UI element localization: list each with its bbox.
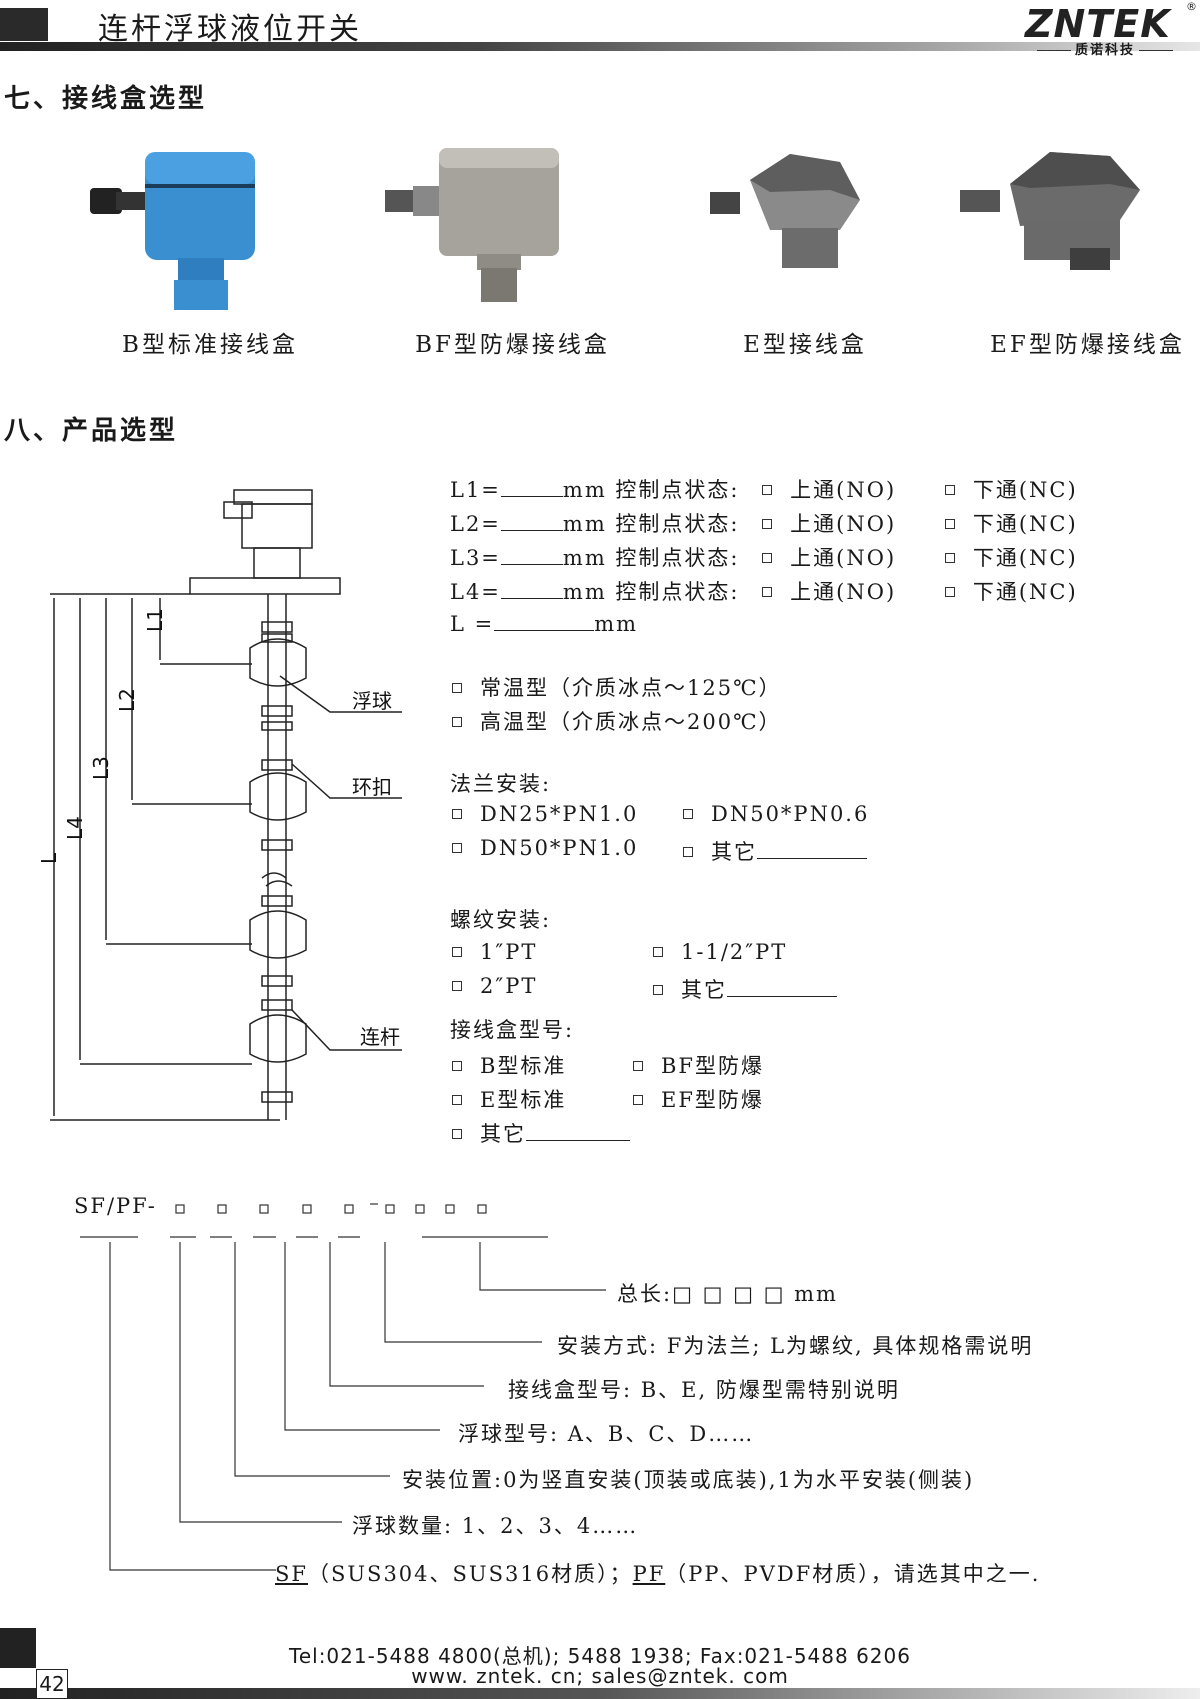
dim-label-l4: L4 [63, 816, 87, 840]
code-desc-install-method: 安装方式: F为法兰; L为螺纹, 具体规格需说明 [557, 1334, 1034, 1358]
checkbox-l2-nc[interactable] [944, 518, 955, 529]
option-junction-e[interactable]: E型标准 [452, 1084, 566, 1114]
option-thread-other[interactable]: 其它 [653, 974, 837, 1004]
dim-label-l1: L1 [143, 608, 167, 632]
checkbox-thread-other[interactable] [653, 984, 663, 995]
page-title: 连杆浮球液位开关 [98, 12, 362, 47]
dim-label-l2: L2 [115, 688, 139, 712]
option-junction-bf[interactable]: BF型防爆 [633, 1050, 764, 1080]
option-flange-dn25[interactable]: DN25*PN1.0 [452, 802, 638, 826]
model-code-diagram [80, 1203, 606, 1571]
option-thread-2[interactable]: 2″PT [452, 974, 537, 998]
control-point-l3: L3=mm 控制点状态: 上通(NO) 下通(NC) [450, 546, 1078, 570]
registered-mark: ® [1186, 0, 1197, 13]
option-normal-temp[interactable]: 常温型（介质冰点～125℃） [452, 672, 782, 702]
control-point-l4: L4=mm 控制点状态: 上通(NO) 下通(NC) [450, 580, 1078, 604]
caption-junction-box-ef: EF型防爆接线盒 [990, 332, 1185, 358]
junction-title: 接线盒型号: [450, 1018, 575, 1042]
header-bar [0, 42, 1200, 51]
checkbox-l3-no[interactable] [762, 552, 773, 563]
checkbox-flange-other[interactable] [683, 846, 693, 857]
diagram-label-ring: 环扣 [352, 775, 392, 799]
footer-contact-tel: Tel:021-5488 4800(总机); 5488 1938; Fax:02… [289, 1644, 911, 1668]
checkbox-l3-nc[interactable] [944, 552, 955, 563]
checkbox-flange-dn50-06[interactable] [683, 808, 693, 819]
checkbox-l2-no[interactable] [762, 518, 773, 529]
checkbox-junction-other[interactable] [452, 1128, 462, 1139]
checkbox-l1-no[interactable] [762, 484, 773, 495]
junction-box-ef-image [960, 140, 1160, 340]
diagram-label-rod: 连杆 [360, 1025, 400, 1049]
model-code-prefix: SF/PF- [74, 1194, 157, 1218]
dim-label-l: L [37, 852, 61, 864]
code-desc-install-position: 安装位置:0为竖直安装(顶装或底装),1为水平安装(侧装) [402, 1468, 975, 1492]
control-point-l1: L1=mm 控制点状态: 上通(NO) 下通(NC) [450, 478, 1078, 502]
junction-box-bf-image [385, 140, 585, 340]
header-square [0, 8, 48, 41]
page-number: 42 [36, 1669, 68, 1699]
code-desc-junction-box: 接线盒型号: B、E, 防爆型需特别说明 [508, 1378, 900, 1402]
checkbox-high-temp[interactable] [452, 716, 462, 727]
checkbox-l1-nc[interactable] [944, 484, 955, 495]
junction-box-e-image [710, 140, 890, 340]
section-title-product-selection: 八、产品选型 [4, 416, 179, 446]
footer-contact-web: www. zntek. cn; sales@zntek. com [411, 1664, 789, 1688]
checkbox-normal-temp[interactable] [452, 682, 462, 693]
control-point-l2: L2=mm 控制点状态: 上通(NO) 下通(NC) [450, 512, 1078, 536]
option-junction-other[interactable]: 其它 [452, 1118, 630, 1148]
total-length-field: L =mm [450, 612, 639, 636]
checkbox-junction-e[interactable] [452, 1094, 462, 1105]
footer-bar [0, 1688, 1200, 1699]
junction-box-b-image [90, 140, 290, 340]
option-flange-other[interactable]: 其它 [683, 836, 867, 866]
checkbox-junction-bf[interactable] [633, 1060, 643, 1071]
checkbox-thread-1-1-2[interactable] [653, 946, 663, 957]
option-flange-dn50-10[interactable]: DN50*PN1.0 [452, 836, 638, 860]
thread-title: 螺纹安装: [450, 908, 552, 932]
code-desc-material: SF（SUS304、SUS316材质）；PF（PP、PVDF材质），请选其中之一… [275, 1562, 1041, 1586]
option-junction-ef[interactable]: EF型防爆 [633, 1084, 764, 1114]
brand-subtitle: 质诺科技 [1025, 39, 1185, 58]
caption-junction-box-b: B型标准接线盒 [122, 332, 298, 358]
flange-title: 法兰安装: [450, 772, 552, 796]
code-desc-float-type: 浮球型号: A、B、C、D…… [458, 1422, 755, 1446]
float-switch-diagram: 浮球 环扣 连杆 L1 L2 L3 L4 L [37, 489, 402, 1121]
checkbox-l4-nc[interactable] [944, 586, 955, 597]
checkbox-junction-b[interactable] [452, 1060, 462, 1071]
diagram-label-float: 浮球 [352, 689, 392, 713]
option-thread-1-1-2[interactable]: 1-1/2″PT [653, 940, 787, 964]
option-thread-1[interactable]: 1″PT [452, 940, 537, 964]
dim-label-l3: L3 [89, 756, 113, 780]
option-junction-b[interactable]: B型标准 [452, 1050, 566, 1080]
checkbox-thread-1[interactable] [452, 946, 462, 957]
checkbox-l4-no[interactable] [762, 586, 773, 597]
code-desc-total-length: 总长:□ □ □ □ mm [617, 1282, 838, 1306]
checkbox-thread-2[interactable] [452, 980, 462, 991]
option-high-temp[interactable]: 高温型（介质冰点～200℃） [452, 706, 782, 736]
caption-junction-box-e: E型接线盒 [743, 332, 867, 358]
caption-junction-box-bf: BF型防爆接线盒 [415, 332, 610, 358]
code-desc-float-count: 浮球数量: 1、2、3、4…… [352, 1514, 639, 1538]
checkbox-flange-dn50-10[interactable] [452, 842, 462, 853]
section-title-junction-box: 七、接线盒选型 [4, 84, 208, 114]
footer-corner-block [0, 1628, 36, 1668]
option-flange-dn50-06[interactable]: DN50*PN0.6 [683, 802, 869, 826]
checkbox-junction-ef[interactable] [633, 1094, 643, 1105]
checkbox-flange-dn25[interactable] [452, 808, 462, 819]
